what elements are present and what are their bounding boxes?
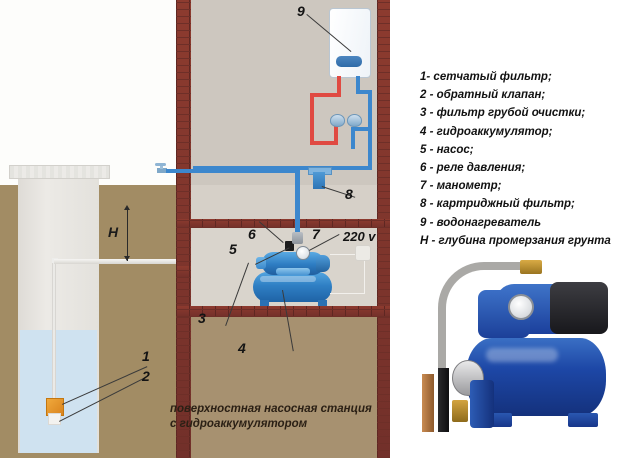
callout-5: 5 <box>229 241 237 257</box>
photo-motor-housing <box>550 282 608 334</box>
power-socket[interactable] <box>355 245 371 261</box>
frost-depth-line <box>127 207 128 261</box>
callout-8: 8 <box>345 186 353 202</box>
cold-pipe-faucet-drop <box>351 127 355 149</box>
check-valve-component <box>48 413 61 425</box>
cold-pipe-riser-to-header <box>295 166 300 238</box>
legend-item-7: 7 - манометр; <box>420 180 502 193</box>
legend-item-h: H - глубина промерзания грунта <box>420 234 611 247</box>
pump-tank-collar <box>276 268 310 275</box>
pressure-tank-leg-right <box>318 300 327 306</box>
caption-background <box>176 317 390 458</box>
frost-depth-arrow-bottom <box>124 256 130 261</box>
cold-pipe-to-heater <box>356 76 360 94</box>
legend-item-5: 5 - насос; <box>420 143 474 156</box>
pressure-tank-leg-left <box>260 300 269 306</box>
pump-inlet-port <box>256 257 266 269</box>
diagram-caption: поверхностная насосная станция с гидроак… <box>170 402 385 432</box>
hot-pipe-to-faucet <box>310 141 338 145</box>
callout-6: 6 <box>248 226 256 242</box>
hot-pipe-vertical-left <box>310 93 314 145</box>
cold-pipe-header-horizontal <box>193 166 372 170</box>
caption-line-2: с гидроаккумулятором <box>170 418 308 430</box>
outdoor-tap-stem <box>160 163 163 169</box>
legend-item-8: 8 - картриджный фильтр; <box>420 198 575 211</box>
photo-tank-foot-right <box>568 413 598 427</box>
sky-area <box>0 0 176 185</box>
photo-black-rod-accessory <box>438 368 449 432</box>
well-cover-texture <box>10 166 109 178</box>
legend-item-6: 6 - реле давления; <box>420 162 526 175</box>
cold-pipe-faucet-branch <box>351 127 372 131</box>
hot-pipe-horizontal-top <box>310 93 341 97</box>
brick-wall-left <box>176 0 191 458</box>
pressure-switch-cap <box>292 232 303 244</box>
hot-pipe-faucet-riser <box>334 122 338 145</box>
suction-pipe-horizontal <box>54 259 254 264</box>
callout-7: 7 <box>312 226 320 242</box>
brick-floor-band <box>176 306 390 317</box>
callout-1: 1 <box>142 348 150 364</box>
legend-item-3: 3 - фильтр грубой очистки; <box>420 107 586 120</box>
voltage-label: 220 v <box>343 229 376 244</box>
frost-depth-arrow-top <box>124 205 130 210</box>
photo-pressure-gauge <box>508 294 534 320</box>
pressure-gauge-dial <box>296 246 310 260</box>
photo-tank-highlight <box>486 348 558 362</box>
well-water <box>20 330 97 453</box>
hot-faucet-head <box>330 114 345 127</box>
legend-item-2: 2 - обратный клапан; <box>420 89 546 102</box>
brick-ceiling-band <box>176 219 390 228</box>
legend-item-1: 1- сетчатый фильтр; <box>420 71 552 83</box>
photo-brass-accessory <box>452 400 468 422</box>
outdoor-tap-body <box>157 168 167 173</box>
cold-pipe-to-outdoor-tap <box>166 169 296 173</box>
power-cable <box>330 254 365 294</box>
pump-motor-nose <box>316 255 330 272</box>
callout-3: 3 <box>198 310 206 326</box>
pressure-tank-highlight <box>260 276 316 282</box>
pressure-switch-body <box>285 241 294 251</box>
water-heater-unit <box>329 8 371 78</box>
cartridge-filter-body <box>313 172 325 189</box>
caption-line-1: поверхностная насосная станция <box>170 403 372 415</box>
cold-faucet-head <box>347 114 362 127</box>
legend-item-4: 4 - гидроаккумулятор; <box>420 125 553 138</box>
cold-pipe-heater-branch <box>356 90 372 94</box>
legend-item-9: 9 - водонагреватель <box>420 216 542 229</box>
brick-wall-right <box>377 0 390 458</box>
callout-9: 9 <box>297 3 305 19</box>
photo-brass-fitting-top <box>520 260 542 274</box>
photo-flexible-hose <box>438 262 532 390</box>
photo-inlet-pipe <box>470 380 494 428</box>
outdoor-tap-handle <box>155 163 166 166</box>
callout-2: 2 <box>142 368 150 384</box>
pump-station-photo <box>408 248 633 453</box>
frost-depth-label: H <box>108 224 119 240</box>
callout-4: 4 <box>238 340 246 356</box>
pressure-tank-body <box>253 272 332 302</box>
water-heater-control-panel <box>336 56 362 67</box>
well-cover-slab <box>9 165 110 179</box>
legend-list: 1- сетчатый фильтр; 2 - обратный клапан;… <box>420 68 635 250</box>
hot-pipe-down-from-heater <box>337 76 341 95</box>
photo-copper-accessory <box>422 374 434 432</box>
brick-ground-band <box>176 266 191 278</box>
suction-pipe-vertical <box>52 258 56 400</box>
